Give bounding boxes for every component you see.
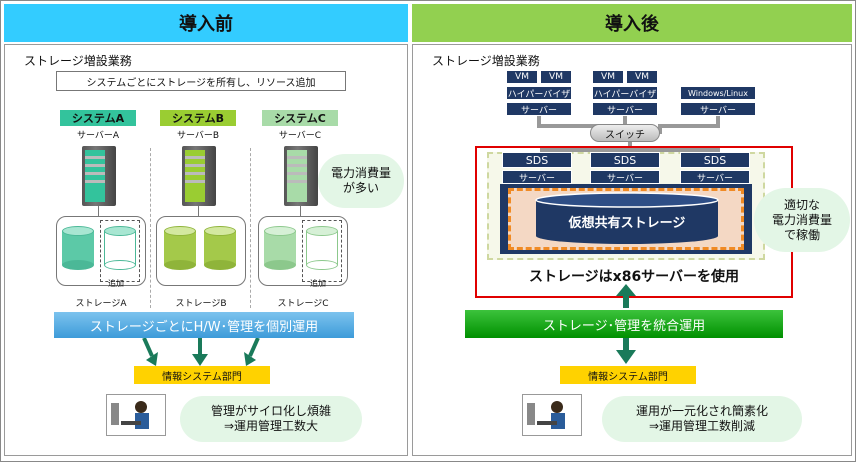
server-a-label: サーバーA <box>76 131 120 141</box>
right-section-title: ストレージ増設業務 <box>432 54 540 68</box>
connector <box>198 206 199 222</box>
right-banner: ストレージ･管理を統合運用 <box>465 310 783 338</box>
down-arrow <box>616 338 636 364</box>
connector <box>300 206 301 222</box>
vm-box: VM <box>540 70 572 84</box>
os-box: Windows/Linux <box>680 86 756 100</box>
person-icon <box>522 394 582 436</box>
sds-box: SDS <box>590 152 660 168</box>
left-section-title: ストレージ増設業務 <box>24 54 132 68</box>
sds-server-box: サーバー <box>502 170 572 184</box>
vm-box: VM <box>592 70 624 84</box>
left-dept-label: 情報システム部門 <box>134 366 270 384</box>
server-c-icon <box>284 146 318 206</box>
sds-server-box: サーバー <box>590 170 660 184</box>
server-box: サーバー <box>592 102 658 116</box>
divider <box>150 148 151 308</box>
x86-note: ストレージはx86サーバーを使用 <box>528 269 740 285</box>
system-c-label: システムC <box>262 110 338 126</box>
vm-box: VM <box>506 70 538 84</box>
right-bottom-cloud: 運用が一元化され簡素化 ⇒運用管理工数削減 <box>604 398 800 440</box>
disk-icon <box>62 226 94 270</box>
left-power-cloud: 電力消費量 が多い <box>320 156 402 206</box>
right-power-cloud: 適切な 電力消費量 で稼働 <box>756 190 848 250</box>
sds-server-box: サーバー <box>680 170 750 184</box>
disk-icon <box>104 226 136 270</box>
system-a-label: システムA <box>60 110 136 126</box>
person-icon <box>106 394 166 436</box>
storage-b-label: ストレージB <box>175 299 227 309</box>
sds-box: SDS <box>680 152 750 168</box>
disk-icon <box>306 226 338 270</box>
left-arrows <box>142 338 260 366</box>
add-disk-frame <box>100 220 140 282</box>
vm-box: VM <box>626 70 658 84</box>
server-box: サーバー <box>680 102 756 116</box>
shared-storage-label: 仮想共有ストレージ <box>568 216 686 231</box>
divider <box>250 148 251 308</box>
server-box: サーバー <box>506 102 572 116</box>
storage-c-label: ストレージC <box>277 299 329 309</box>
add-label: 追加 <box>108 279 124 288</box>
up-arrow <box>616 284 636 308</box>
switch-box: スイッチ <box>590 124 660 142</box>
server-b-label: サーバーB <box>176 131 220 141</box>
left-note: システムごとにストレージを所有し、リソース追加 <box>56 71 346 91</box>
left-banner: ストレージごとにH/W･管理を個別運用 <box>54 312 354 338</box>
hypervisor-box: ハイパーバイザ <box>592 86 658 100</box>
disk-icon <box>204 226 236 270</box>
add-label: 追加 <box>310 279 326 288</box>
left-header: 導入前 <box>4 4 408 42</box>
storage-a-label: ストレージA <box>75 299 127 309</box>
left-bottom-cloud: 管理がサイロ化し煩雑 ⇒運用管理工数大 <box>182 398 360 440</box>
server-a-icon <box>82 146 116 206</box>
shared-storage-icon <box>535 192 719 244</box>
sds-box: SDS <box>502 152 572 168</box>
hypervisor-box: ハイパーバイザ <box>506 86 572 100</box>
system-b-label: システムB <box>160 110 236 126</box>
server-b-icon <box>182 146 216 206</box>
disk-icon <box>164 226 196 270</box>
server-c-label: サーバーC <box>278 131 322 141</box>
add-disk-frame <box>302 220 342 282</box>
right-header: 導入後 <box>412 4 852 42</box>
disk-icon <box>264 226 296 270</box>
right-dept-label: 情報システム部門 <box>560 366 696 384</box>
connector <box>98 206 99 222</box>
